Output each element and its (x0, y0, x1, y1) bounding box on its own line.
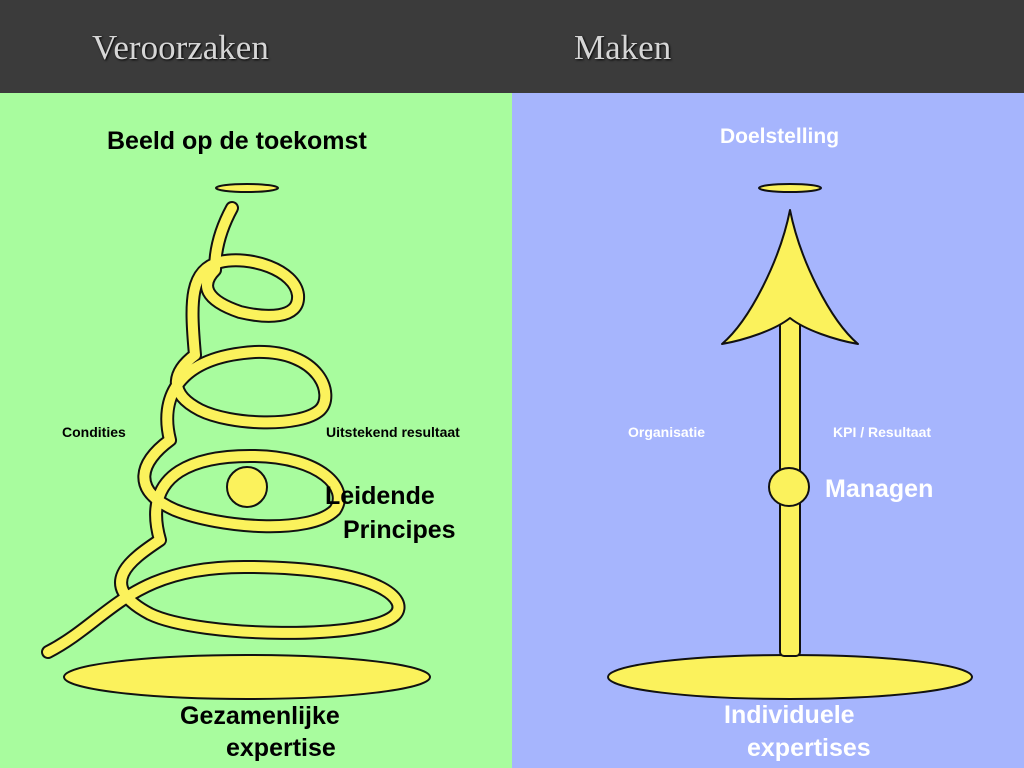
left-center-label-line1: Leidende (325, 482, 435, 510)
right-bottom-label-line1: Individuele (724, 701, 855, 729)
left-top-label: Beeld op de toekomst (107, 127, 367, 155)
header-title-veroorzaken: Veroorzaken (92, 28, 269, 67)
right-side-label-organisatie: Organisatie (628, 424, 706, 440)
right-top-label: Doelstelling (720, 125, 840, 148)
right-side-label-kpi: KPI / Resultaat (833, 424, 932, 440)
left-side-label-resultaat: Uitstekend resultaat (326, 424, 460, 440)
left-base-ellipse (63, 654, 431, 700)
arrow-head (721, 209, 859, 345)
header-title-maken: Maken (574, 28, 672, 67)
left-center-ball (226, 466, 268, 508)
left-side-label-condities: Condities (62, 424, 126, 440)
left-center-label-line2: Principes (343, 516, 456, 544)
right-top-halo (758, 183, 822, 193)
right-bottom-label-line2: expertises (747, 734, 871, 762)
right-center-label: Managen (825, 475, 934, 503)
left-bottom-label-line1: Gezamenlijke (180, 702, 340, 730)
right-base-ellipse (607, 654, 973, 700)
left-top-halo (215, 183, 279, 193)
left-bottom-label-line2: expertise (226, 734, 336, 762)
right-center-ball (768, 467, 810, 507)
slide-header: Veroorzaken Maken (0, 0, 1024, 93)
spiral-ribbon (41, 201, 406, 659)
